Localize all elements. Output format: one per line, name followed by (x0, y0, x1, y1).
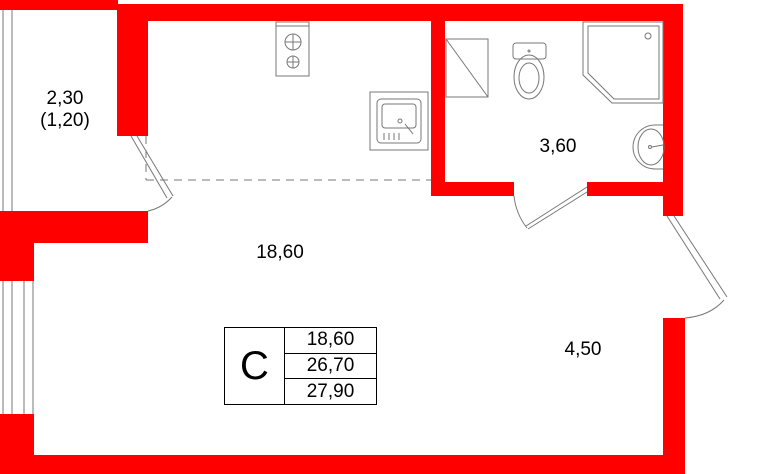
room-living-area: 18,60 (256, 242, 304, 263)
balcony-area: 2,30 (46, 88, 84, 109)
balcony-area-coef: (1,20) (40, 110, 90, 131)
room-balcony-area: 2,30 (1,20) (20, 88, 110, 132)
apartment-type: С (225, 328, 285, 404)
area-legend: С 18,60 26,70 27,90 (224, 327, 377, 405)
room-bathroom-area: 3,60 (539, 136, 577, 157)
walls (0, 0, 685, 474)
living-area-value: 18,60 (285, 328, 376, 354)
total-with-balcony-value: 27,90 (306, 380, 355, 402)
room-hallway-area: 4,50 (564, 339, 602, 360)
total-area-value: 26,70 (285, 354, 376, 380)
fixtures (2, 10, 728, 414)
